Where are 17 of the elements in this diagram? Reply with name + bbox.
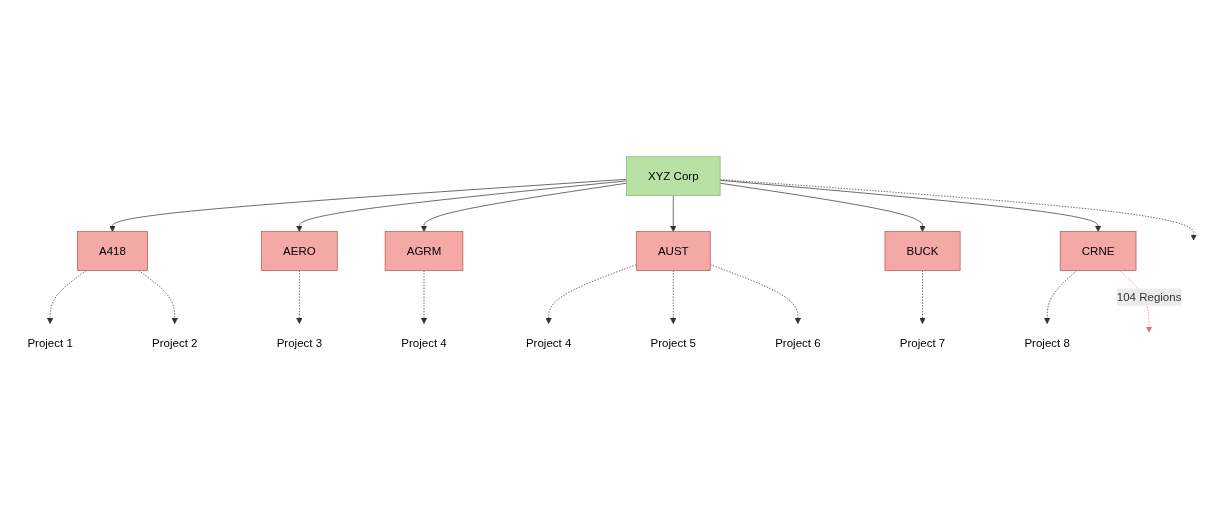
node-text: Project 4	[401, 337, 447, 350]
node-box: AUST	[635, 231, 711, 272]
node-box: AERO	[261, 231, 338, 272]
edge-label: 104 Regions	[1116, 290, 1182, 304]
node-box: XYZ Corp	[626, 156, 721, 197]
node-text: Project 5	[650, 337, 696, 350]
node-text: Project 4	[525, 337, 572, 350]
node-box: A418	[77, 231, 148, 272]
node-box: CRNE	[1059, 231, 1137, 272]
node-text: Project 1	[27, 337, 73, 350]
node-box: AGRM	[384, 231, 464, 272]
node-text: Project 7	[899, 337, 946, 350]
node-box: BUCK	[884, 231, 961, 272]
node-text: Project 3	[276, 337, 323, 350]
node-text: Project 8	[1024, 337, 1070, 350]
node-text: Project 6	[775, 337, 821, 350]
node-text: Project 2	[152, 337, 198, 350]
